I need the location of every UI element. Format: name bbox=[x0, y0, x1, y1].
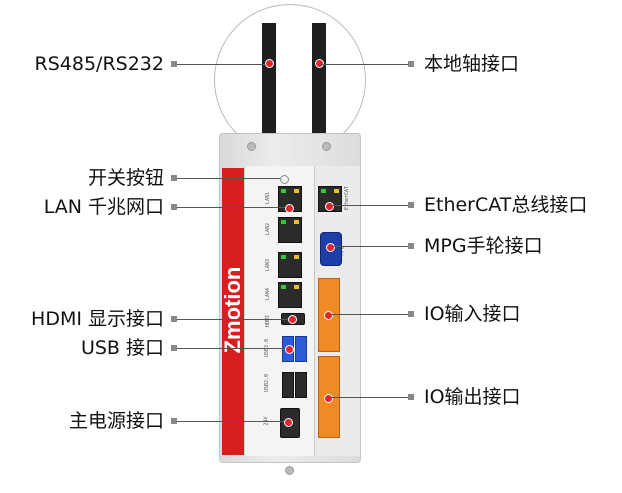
callout-square-local-axis bbox=[408, 61, 414, 67]
pin-marker-right bbox=[315, 59, 324, 68]
callout-square-power bbox=[171, 418, 177, 424]
label-local-axis: 本地轴接口 bbox=[424, 53, 520, 75]
callout-line-power bbox=[177, 421, 284, 422]
pin-column-left bbox=[262, 23, 276, 141]
callout-line-mpg bbox=[333, 246, 408, 247]
label-usb: USB 接口 bbox=[80, 337, 164, 359]
label-io-input: IO输入接口 bbox=[424, 303, 521, 325]
lan-port-2[interactable] bbox=[278, 217, 302, 243]
ethercat-port[interactable] bbox=[318, 186, 342, 212]
callout-square-mpg bbox=[408, 243, 414, 249]
pin-column-right bbox=[312, 23, 326, 141]
callout-line-lan bbox=[177, 207, 285, 208]
left-port-panel bbox=[244, 166, 315, 456]
label-rs485: RS485/RS232 bbox=[34, 53, 164, 75]
usb2-port-2[interactable] bbox=[295, 372, 307, 398]
callout-square-switch bbox=[171, 175, 177, 181]
usb2-port-1[interactable] bbox=[282, 372, 294, 398]
callout-square-io-input bbox=[408, 311, 414, 317]
callout-line-local-axis bbox=[320, 64, 408, 65]
brand-logo: Zmotion bbox=[220, 266, 245, 354]
callout-square-io-output bbox=[408, 394, 414, 400]
callout-line-io-input bbox=[331, 314, 408, 315]
label-power: 主电源接口 bbox=[68, 410, 164, 432]
usb-marker bbox=[285, 345, 294, 354]
mount-hole-top bbox=[247, 142, 256, 151]
label-hdmi: HDMI 显示接口 bbox=[31, 308, 164, 330]
label-switch: 开关按钮 bbox=[87, 167, 164, 189]
callout-square-rs485 bbox=[171, 61, 177, 67]
port-label-hdmi: HDMI bbox=[265, 314, 272, 328]
callout-square-lan bbox=[171, 204, 177, 210]
label-mpg: MPG手轮接口 bbox=[424, 235, 543, 257]
label-io-output: IO输出接口 bbox=[424, 386, 521, 408]
port-label-lan3: LAN3 bbox=[265, 258, 272, 272]
port-label-ethercat: EtherCAT bbox=[344, 185, 351, 211]
lan-port-4[interactable] bbox=[278, 282, 302, 308]
callout-square-ethercat bbox=[408, 202, 414, 208]
mpg-marker bbox=[326, 243, 335, 252]
port-label-usb2: USB2.0 bbox=[264, 373, 271, 393]
lan-port-3[interactable] bbox=[278, 252, 302, 278]
callout-line-ethercat bbox=[332, 205, 408, 206]
port-label-lan4: LAN4 bbox=[265, 287, 272, 301]
callout-line-switch bbox=[177, 178, 280, 179]
pinout-magnifier bbox=[214, 4, 366, 156]
io-input-marker bbox=[324, 311, 333, 320]
port-label-lan2: LAN2 bbox=[265, 222, 272, 236]
callout-line-hdmi bbox=[177, 319, 288, 320]
mount-hole-top-right bbox=[322, 142, 331, 151]
label-ethercat: EtherCAT总线接口 bbox=[424, 194, 588, 216]
callout-square-usb bbox=[171, 345, 177, 351]
hdmi-marker bbox=[288, 315, 297, 324]
lan-marker bbox=[285, 204, 294, 213]
mount-hole-bottom bbox=[285, 466, 294, 475]
callout-line-io-output bbox=[331, 397, 408, 398]
port-label-lan1: LAN1 bbox=[265, 191, 272, 205]
callout-square-hdmi bbox=[171, 316, 177, 322]
label-lan: LAN 千兆网口 bbox=[43, 196, 164, 218]
brand-strip bbox=[222, 168, 244, 455]
ethercat-marker bbox=[325, 202, 334, 211]
pin-marker-left bbox=[265, 59, 274, 68]
callout-line-rs485 bbox=[177, 64, 265, 65]
power-switch[interactable] bbox=[280, 175, 289, 184]
power-marker bbox=[284, 418, 293, 427]
callout-line-usb bbox=[177, 348, 285, 349]
io-output-marker bbox=[324, 394, 333, 403]
usb3-port-2[interactable] bbox=[295, 336, 307, 362]
